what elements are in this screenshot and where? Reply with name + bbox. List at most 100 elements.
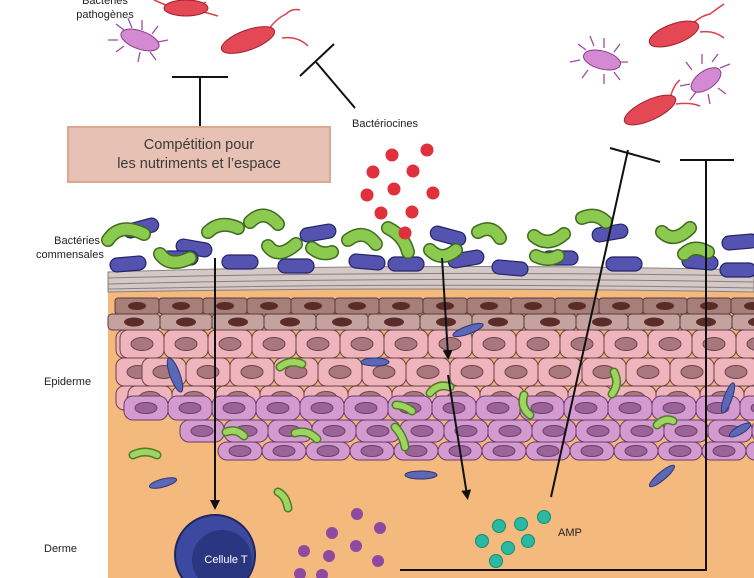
commensal-label-line2: commensales bbox=[36, 249, 104, 261]
commensal-coccus bbox=[101, 222, 151, 247]
granular-cell bbox=[523, 313, 577, 331]
granular-cell bbox=[367, 313, 421, 331]
granular-cell bbox=[114, 297, 160, 315]
pathogenic-bacteria-label-line2: pathogènes bbox=[76, 9, 134, 21]
granular-cell bbox=[731, 313, 754, 331]
basal-cell bbox=[167, 395, 213, 421]
commensal-coccus bbox=[243, 208, 285, 231]
commensal-coccus bbox=[153, 247, 197, 270]
basal-cell bbox=[255, 395, 301, 421]
basal-cell bbox=[443, 419, 489, 443]
basal-cell bbox=[399, 419, 445, 443]
granular-cell bbox=[730, 297, 754, 315]
spinous-cell bbox=[229, 357, 275, 387]
commensal-coccus bbox=[471, 222, 507, 245]
basal-cell bbox=[211, 395, 257, 421]
basal-cell bbox=[739, 395, 754, 421]
spinous-cell bbox=[339, 329, 385, 359]
basal-cell bbox=[123, 395, 169, 421]
basal-cell bbox=[701, 441, 747, 461]
spinous-cell bbox=[735, 329, 754, 359]
spinous-cell bbox=[185, 357, 231, 387]
granular-cell bbox=[378, 297, 424, 315]
basal-cell bbox=[261, 441, 307, 461]
bacteriocin-dots bbox=[360, 143, 440, 240]
basal-cell bbox=[349, 441, 395, 461]
commensal-coccus bbox=[201, 217, 245, 239]
granular-cell bbox=[510, 297, 556, 315]
cytokine-dots bbox=[294, 508, 386, 578]
commensal-coccus bbox=[655, 221, 697, 245]
spinous-cell bbox=[713, 357, 754, 387]
pathogen-rod bbox=[648, 3, 725, 48]
granular-cell bbox=[334, 297, 380, 315]
competition-box: Compétition pour les nutriments et l’esp… bbox=[67, 126, 331, 183]
spinous-cell bbox=[471, 329, 517, 359]
commensal-coccus bbox=[575, 208, 613, 229]
commensal-rod bbox=[719, 262, 754, 278]
spinous-cell bbox=[647, 329, 693, 359]
spinous-cell bbox=[669, 357, 715, 387]
commensal-rod bbox=[277, 258, 315, 274]
commensal-rod bbox=[429, 225, 467, 247]
spinous-cell bbox=[537, 357, 583, 387]
pathogenic-bacteria-label-line1: Bactéries bbox=[82, 0, 128, 7]
arrows bbox=[210, 257, 472, 510]
commensal-rod bbox=[491, 259, 529, 277]
pathogen-rod bbox=[153, 0, 219, 17]
commensal-rod bbox=[221, 254, 259, 270]
granular-cell bbox=[263, 313, 317, 331]
basal-cell bbox=[393, 441, 439, 461]
granular-cells bbox=[107, 297, 754, 331]
commensal-coccus bbox=[423, 243, 463, 263]
granular-cell bbox=[686, 297, 732, 315]
competition-line1: Compétition pour bbox=[143, 136, 255, 153]
granular-cell bbox=[202, 297, 248, 315]
granular-cell bbox=[158, 297, 204, 315]
granular-cell bbox=[107, 313, 161, 331]
granular-cell bbox=[554, 297, 600, 315]
commensal-label-line1: Bactéries bbox=[54, 235, 100, 247]
basal-cell bbox=[663, 419, 709, 443]
commensal-rod bbox=[387, 256, 425, 272]
competition-line2: les nutriments et l’espace bbox=[117, 155, 281, 172]
granular-cell bbox=[315, 313, 369, 331]
commensal-rod bbox=[348, 253, 386, 271]
spinous-cell bbox=[383, 329, 429, 359]
langerhans-cells bbox=[148, 322, 752, 489]
commensal-coccus bbox=[677, 241, 715, 261]
spinous-cell bbox=[449, 357, 495, 387]
commensal-coccus bbox=[305, 241, 339, 261]
commensal-rod bbox=[299, 223, 337, 243]
basal-cell bbox=[531, 419, 577, 443]
commensal-coccus bbox=[261, 237, 303, 260]
dermis-label: Derme bbox=[44, 543, 78, 555]
granular-cell bbox=[211, 313, 265, 331]
bacteriocins-label: Bactériocines bbox=[352, 118, 419, 130]
granular-cell bbox=[575, 313, 629, 331]
pathogen-small bbox=[569, 35, 628, 84]
pathogen-rod bbox=[220, 8, 309, 54]
basal-cell bbox=[613, 441, 659, 461]
basal-cell bbox=[355, 419, 401, 443]
pathogen-small bbox=[679, 53, 731, 105]
commensal-coccus bbox=[529, 249, 565, 266]
t-cell-label: Cellule T bbox=[204, 554, 248, 566]
spinous-cell bbox=[603, 329, 649, 359]
basal-cell bbox=[305, 441, 351, 461]
inhibition-lines bbox=[172, 43, 734, 571]
commensal-rod bbox=[605, 256, 643, 272]
stratum-corneum bbox=[107, 265, 754, 293]
granular-cell bbox=[627, 313, 681, 331]
basal-cell bbox=[525, 441, 571, 461]
t-cell bbox=[174, 514, 256, 578]
granular-cell bbox=[159, 313, 213, 331]
commensal-bacteria-label: Bactéries commensales bbox=[36, 234, 104, 262]
basal-cell bbox=[481, 441, 527, 461]
basal-cell bbox=[651, 395, 697, 421]
invading-commensals-fill bbox=[130, 359, 676, 511]
basal-cell bbox=[343, 395, 389, 421]
pathogenic-bacteria bbox=[108, 0, 731, 126]
spinous-cell bbox=[251, 329, 297, 359]
